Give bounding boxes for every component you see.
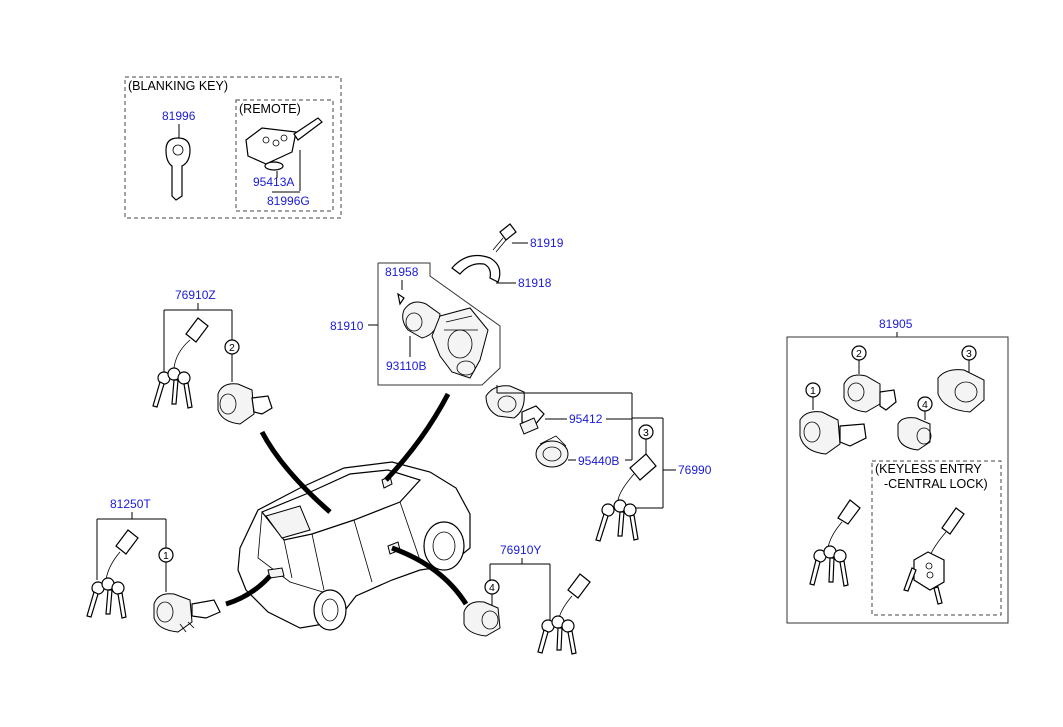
key-tag-icon-3	[105, 529, 139, 581]
part-81996[interactable]: 81996	[162, 109, 196, 123]
keyless-remote-icon	[903, 551, 945, 605]
set-lock-cylinder-1	[799, 411, 867, 455]
svg-text:3: 3	[966, 348, 972, 360]
key-icon-2	[152, 367, 193, 409]
remote-box	[235, 99, 334, 212]
keyless-header-1: (KEYLESS ENTRY	[875, 462, 982, 476]
blanking-key-icon	[165, 137, 191, 201]
set-key-icon	[809, 545, 849, 587]
lock-cylinder-icon	[485, 385, 569, 468]
part-93110B[interactable]: 93110B	[386, 359, 426, 373]
key-tag-icon-4	[557, 573, 591, 623]
blanking-key-header: (BLANKING KEY)	[128, 79, 228, 93]
key-icon-4	[537, 615, 577, 655]
door-lock-cylinder-icon-2	[463, 601, 501, 637]
key-icon	[595, 499, 639, 542]
svg-text:2: 2	[229, 342, 235, 354]
ignition-box	[377, 262, 501, 386]
key-tag-icon-2	[173, 317, 209, 369]
blanking-key-box	[124, 76, 342, 219]
part-95412[interactable]: 95412	[569, 412, 603, 426]
svg-text:2: 2	[856, 348, 862, 360]
keyless-box	[871, 460, 1002, 616]
car-icon	[237, 461, 471, 631]
clamp-icon	[451, 255, 501, 283]
svg-text:3: 3	[643, 427, 649, 439]
part-76910Z[interactable]: 76910Z	[175, 288, 216, 302]
key-icon-3	[86, 577, 127, 619]
part-81910[interactable]: 81910	[330, 319, 364, 333]
door-lock-cylinder-icon	[217, 383, 273, 425]
part-76990[interactable]: 76990	[678, 463, 712, 477]
part-81905[interactable]: 81905	[879, 317, 913, 331]
part-95413A[interactable]: 95413A	[253, 175, 294, 189]
part-81918[interactable]: 81918	[518, 276, 552, 290]
key-tag-icon	[617, 453, 657, 501]
set-box	[786, 336, 1009, 624]
set-lock-cylinder-4	[897, 417, 932, 451]
keyless-header-2: -CENTRAL LOCK)	[884, 477, 988, 491]
remote-key-icon	[245, 117, 323, 165]
keyless-key-tag	[929, 507, 965, 557]
leader-81910	[384, 392, 451, 482]
part-76910Y[interactable]: 76910Y	[500, 543, 541, 557]
remote-header: (REMOTE)	[239, 102, 301, 116]
svg-text:4: 4	[922, 399, 928, 411]
part-81250T[interactable]: 81250T	[110, 497, 151, 511]
leader-76910Y	[391, 545, 469, 606]
svg-text:1: 1	[810, 385, 816, 397]
svg-text:4: 4	[489, 582, 495, 594]
set-key-tag	[827, 499, 861, 549]
leader-81250T	[225, 574, 272, 607]
part-95440B[interactable]: 95440B	[578, 454, 619, 468]
svg-text:1: 1	[163, 550, 169, 562]
ignition-switch-icon	[397, 292, 489, 379]
leader-76910Z	[259, 430, 332, 514]
set-lock-cylinder-2	[843, 374, 897, 413]
battery-icon	[264, 161, 284, 171]
set-ignition-3	[937, 369, 985, 413]
screw-icon	[492, 223, 517, 253]
part-81958[interactable]: 81958	[385, 265, 419, 279]
part-81919[interactable]: 81919	[530, 236, 564, 250]
tailgate-lock-icon	[153, 593, 221, 633]
part-81996G[interactable]: 81996G	[267, 194, 310, 208]
